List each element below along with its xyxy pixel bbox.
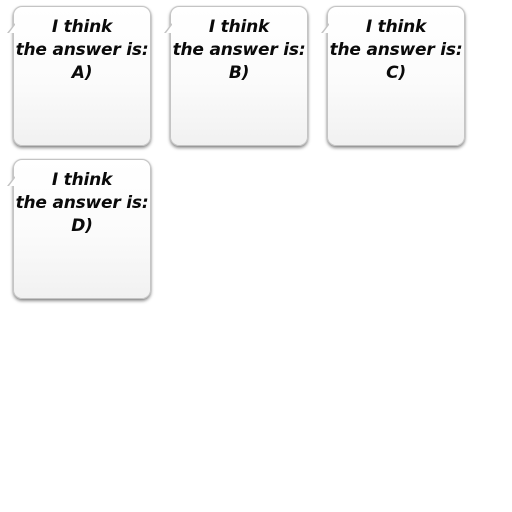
speech-bubble-tail: [7, 176, 15, 186]
answer-card-choice: D): [71, 216, 93, 236]
answer-card-c[interactable]: I think the answer is: C): [321, 6, 465, 146]
answer-card-d[interactable]: I think the answer is: D): [7, 159, 151, 299]
speech-bubble-tail: [164, 23, 172, 33]
answer-card-line1: I think: [365, 17, 427, 37]
answer-card-choice: C): [386, 63, 406, 83]
answer-card-text: I think the answer is: D): [14, 169, 150, 238]
speech-bubble-tail: [7, 23, 15, 33]
speech-bubble-tail: [321, 23, 329, 33]
answer-card-b[interactable]: I think the answer is: B): [164, 6, 308, 146]
answer-card-line2: the answer is:: [329, 40, 463, 60]
answer-card-text: I think the answer is: B): [171, 16, 307, 85]
answer-card-a[interactable]: I think the answer is: A): [7, 6, 151, 146]
answer-card-line2: the answer is:: [15, 193, 149, 213]
answer-card-choice: A): [71, 63, 93, 83]
answer-card-text: I think the answer is: C): [328, 16, 464, 85]
answer-card-line2: the answer is:: [172, 40, 306, 60]
answer-card-line1: I think: [51, 17, 113, 37]
answer-card-line1: I think: [51, 170, 113, 190]
answer-card-line2: the answer is:: [15, 40, 149, 60]
answer-card-choice: B): [228, 63, 250, 83]
answer-card-line1: I think: [208, 17, 270, 37]
answer-card-text: I think the answer is: A): [14, 16, 150, 85]
